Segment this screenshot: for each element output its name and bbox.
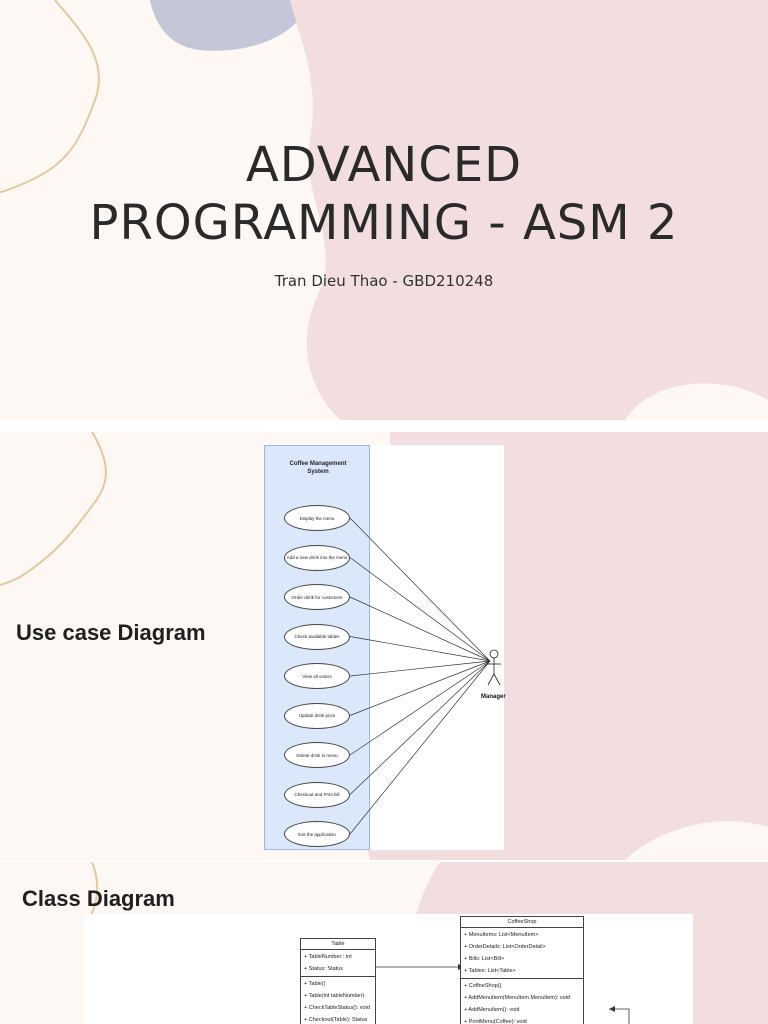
use-case-oval: Order drink for customers [284,584,350,610]
class-diagram: Table + TableNumber : int + Status: Stat… [84,914,693,1024]
class-diagram-heading: Class Diagram [22,886,175,911]
class-relations [376,964,630,1024]
slide-gap [0,420,768,432]
class-table: Table + TableNumber : int + Status: Stat… [300,938,376,1024]
use-case-slide: Use case Diagram Coffee Management Syste… [0,432,768,860]
class-coffeeshop: CoffeeShop + MenuItems: List<MenuItem> +… [460,916,584,1024]
association-line [349,596,491,662]
page-title: ADVANCED PROGRAMMING - ASM 2 [0,136,768,252]
use-case-oval: Checkout and Print bill [284,781,350,808]
use-case-oval: View all orders [284,663,350,689]
squiggle-line [89,862,98,918]
association-line [349,660,491,677]
class-methods: + CoffeeShop() + AddMenuItem(MenuItem Me… [461,979,583,1024]
use-case-oval: Display the menu [284,505,350,531]
class-attributes: + MenuItems: List<MenuItem> + OrderDetai… [461,928,583,979]
class-method: + AddMenuItem(): void [464,1007,520,1013]
title-line-1: ADVANCED [245,137,523,193]
class-attribute: + Status: Status [304,966,343,972]
class-attribute: + TableNumber : int [304,954,352,960]
author-subtitle: Tran Dieu Thao - GBD210248 [274,272,494,290]
use-case-heading: Use case Diagram [16,620,206,645]
use-case-oval: Update drink price [284,702,350,729]
association-line [349,636,491,662]
class-attributes: + TableNumber : int + Status: Status [301,950,375,977]
class-name: Table [301,939,375,950]
class-method: + CheckTableStatus(): void [304,1005,370,1011]
use-case-oval: Check available tables [284,623,350,650]
use-case-oval: Exit the application [284,821,350,847]
class-method: + Table(int tableNumber) [304,993,365,999]
slide-gap [0,860,768,862]
use-case-diagram: Coffee Management System Display the men… [264,445,506,850]
class-method: + CoffeeShop() [464,983,502,989]
class-diagram-slide: Class Diagram Table + TableNumber : int … [0,862,768,1024]
association-line [349,660,491,835]
association-line [349,660,491,795]
system-title: Coffee Management System [289,461,347,475]
association-line [349,557,491,662]
association-line [349,660,491,756]
class-attribute: + MenuItems: List<MenuItem> [464,932,539,938]
association-line [349,660,491,716]
pink-blob [290,0,768,420]
class-method: + PrintMenu(Coffee): void [464,1019,527,1024]
class-method: + Table() [304,981,326,987]
use-case-oval: Add a new drink into the menu [284,544,350,571]
class-attribute: + OrderDetails: List<OrderDetail> [464,944,546,950]
association-line [349,517,491,662]
class-attribute: + Tables: List<Table> [464,968,516,974]
class-attribute: + Bills: List<Bill> [464,956,505,962]
title-slide: ADVANCED PROGRAMMING - ASM 2 Tran Dieu T… [0,0,768,420]
squiggle-line [0,0,100,193]
actor-figure [487,649,501,686]
class-methods: + Table() + Table(int tableNumber) + Che… [301,977,375,1024]
class-name: CoffeeShop [461,917,583,928]
title-line-2: PROGRAMMING - ASM 2 [89,195,679,251]
class-method: + Checkout(Table): Status [304,1017,368,1023]
background-decoration [0,0,768,420]
association-lines [349,517,501,835]
use-case-oval: Delete drink in menu [284,742,350,768]
class-method: + AddMenuItem(MenuItem MenuItem): void [464,995,570,1001]
squiggle-line [0,432,107,586]
lavender-blob [150,0,310,51]
actor-label: Manager [481,694,506,700]
